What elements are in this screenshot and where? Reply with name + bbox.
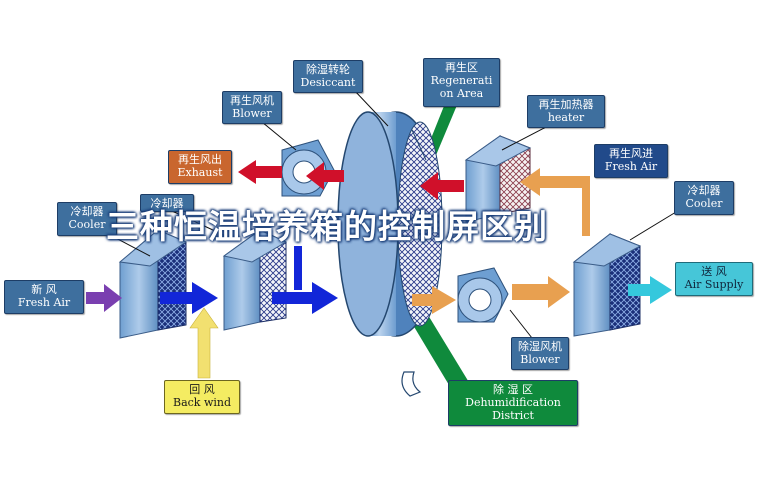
process-air-arrow-2 xyxy=(272,282,338,314)
cooler-right-label-cn: 冷却器 xyxy=(687,184,721,197)
air-supply-label-cn: 送 风 xyxy=(701,265,727,278)
regen-heater-label-en: heater xyxy=(547,111,585,124)
desiccant-label: 除湿转轮 Desiccant xyxy=(293,60,363,93)
back-wind-label: 回 风 Back wind xyxy=(164,380,240,414)
regen-blower-label-en: Blower xyxy=(232,107,272,120)
dehum-district-label-cn: 除 湿 区 xyxy=(493,383,533,396)
cooler-unit-1 xyxy=(118,228,188,339)
cooler-middle-label-cn: 冷却器 xyxy=(150,197,184,210)
regen-air-riser xyxy=(582,176,590,236)
dehum-district-label: 除 湿 区 Dehumidification District xyxy=(448,380,578,426)
cooler-left-label: 冷却器 Cooler xyxy=(57,202,117,236)
fresh-air-arrow xyxy=(86,284,122,312)
desiccant-wheel xyxy=(337,111,443,397)
regen-exhaust-label: 再生风出 Exhaust xyxy=(168,150,232,184)
desiccant-label-en: Desiccant xyxy=(300,76,356,89)
dehum-blower-label-en: Blower xyxy=(520,353,560,366)
overlay-title: 三种恒温培养箱的控制屏区别 xyxy=(106,207,548,246)
dehum-air-arrow xyxy=(412,286,456,314)
fresh-air-label-en: Fresh Air xyxy=(17,296,71,309)
regen-heater-label-cn: 再生加热器 xyxy=(538,98,594,111)
regen-blower-fan xyxy=(281,139,335,197)
regen-air-in-label-en: Fresh Air xyxy=(604,160,658,173)
back-wind-label-en: Back wind xyxy=(172,396,232,409)
back-wind-label-cn: 回 风 xyxy=(189,383,215,396)
regen-blower-label-cn: 再生风机 xyxy=(230,94,274,107)
back-wind-arrow xyxy=(189,307,219,379)
air-supply-label-en: Air Supply xyxy=(684,278,744,291)
regen-blower-label: 再生风机 Blower xyxy=(222,91,282,124)
regen-exhaust-label-cn: 再生风出 xyxy=(178,153,222,166)
dehum-blower-label-cn: 除湿风机 xyxy=(518,340,562,353)
cooler-left-label-en: Cooler xyxy=(68,218,106,231)
cooler-right-label: 冷却器 Cooler xyxy=(674,181,734,215)
dehum-out-arrow xyxy=(512,276,570,308)
air-supply-arrow xyxy=(628,276,672,304)
regen-air-in-label-cn: 再生风进 xyxy=(609,147,653,160)
dehum-blower-fan xyxy=(457,267,509,323)
cooler-left-label-cn: 冷却器 xyxy=(70,205,104,218)
regen-heater-label: 再生加热器 heater xyxy=(527,95,605,128)
exhaust-arrow xyxy=(238,160,282,184)
regen-air-arrow xyxy=(520,168,590,196)
dehum-district-label-en2: District xyxy=(492,409,534,422)
dehum-blower-label: 除湿风机 Blower xyxy=(511,337,569,370)
regen-area-label-en2: on Area xyxy=(439,87,484,100)
dehum-district-label-en: Dehumidification xyxy=(465,396,561,409)
regen-area-label: 再生区 Regenerati on Area xyxy=(423,58,500,107)
fresh-air-label-cn: 新 风 xyxy=(31,283,57,296)
air-supply-label: 送 风 Air Supply xyxy=(675,262,753,296)
process-air-arrow-1 xyxy=(160,282,218,314)
regen-wheel-arrow xyxy=(306,162,344,190)
regen-air-in-label: 再生风进 Fresh Air xyxy=(594,144,668,178)
fresh-air-label: 新 风 Fresh Air xyxy=(4,280,84,314)
cooler-right-label-en: Cooler xyxy=(685,197,723,210)
regen-area-label-cn: 再生区 xyxy=(445,61,478,74)
regen-exhaust-label-en: Exhaust xyxy=(177,166,223,179)
regen-hot-arrow xyxy=(420,172,464,200)
process-air-riser xyxy=(294,246,302,290)
cooler-unit-right xyxy=(572,232,642,337)
cooler-middle-label: 冷却器 xyxy=(140,194,194,212)
regen-area-label-en: Regenerati xyxy=(430,74,493,87)
desiccant-label-cn: 除湿转轮 xyxy=(306,63,350,76)
regen-heater-unit xyxy=(464,135,532,223)
